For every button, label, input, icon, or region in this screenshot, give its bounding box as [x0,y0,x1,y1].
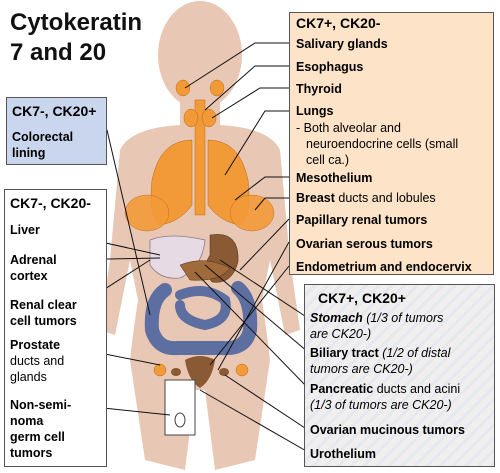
organ-label-renal-clear-2: cell tumors [10,314,77,328]
organ-label-pancreatic: Pancreatic ducts and acini [310,382,461,396]
testis-icon [174,412,186,428]
organ-label-endometrium: Endometrium and endocervix [296,260,472,274]
stomach-note: are CK20-) [310,327,372,341]
ck7neg-ck20neg-box [4,189,107,467]
biliary-note: tumors are CK20-) [310,362,413,376]
organ-label-renal-clear-1: Renal clear [10,298,77,312]
organ-label-prostate-2: ducts and [10,354,65,368]
organ-label-germ-cell-2: noma [10,414,44,428]
ck7pos-ck20pos-box [304,284,495,467]
lungs-note-2: neuroendocrine cells (small [306,137,459,151]
lungs-note-1: - Both alveolar and [296,121,401,135]
intestine-icon [175,286,231,331]
organ-label-colorectal-2: lining [12,146,46,160]
organ-label-breast: Breast ducts and lobules [296,191,436,205]
organ-label-adrenal-1: Adrenal [10,253,57,267]
body-silhouette [100,1,300,470]
organ-label-mesothelium: Mesothelium [296,171,373,185]
organ-label-germ-cell-4: tumors [10,446,53,460]
organ-label-ovarian-serous: Ovarian serous tumors [296,237,433,251]
organ-label-stomach: Stomach (1/3 of tumors [310,311,444,325]
organ-label-lungs: Lungs [296,104,334,118]
ck7neg-ck20pos-box [6,97,107,165]
lungs-note-3: cell ca.) [306,153,350,167]
salivary-glands-icon [175,79,225,97]
kidneys-icon [153,363,249,377]
organ-label-esophagus: Esophagus [296,60,364,74]
ck7pos-ck20neg-header: CK7+, CK20- [296,15,381,31]
ck7neg-ck20pos-header: CK7-, CK20+ [12,103,97,119]
title-line-1: Cytokeratin [10,9,143,36]
pancreatic-note: (1/3 of tumors are CK20-) [310,398,452,412]
ovaries-icon [171,368,229,376]
organ-label-liver: Liver [10,223,40,237]
organ-label-germ-cell-3: germ cell [10,430,65,444]
organ-label-biliary: Biliary tract (1/2 of distal [310,346,451,360]
organ-label-salivary: Salivary glands [296,37,388,51]
breast-icon [124,194,275,232]
title-line-2: 7 and 20 [10,39,107,66]
page-title: Cytokeratin 7 and 20 [10,8,142,68]
ck7neg-ck20neg-header: CK7-, CK20- [10,195,91,211]
organ-label-ovarian-mucinous: Ovarian mucinous tumors [310,423,465,437]
organ-label-papillary-renal: Papillary renal tumors [296,213,428,227]
organ-label-adrenal-2: cortex [10,269,48,283]
organ-label-colorectal-1: Colorectal [12,130,74,144]
organ-label-germ-cell-1: Non-semi- [10,398,72,412]
ck7pos-ck20pos-header: CK7+, CK20+ [318,290,406,306]
organ-label-prostate: Prostate [10,338,61,352]
organ-label-thyroid: Thyroid [296,82,342,96]
organ-label-prostate-3: glands [10,370,47,384]
ck7pos-ck20neg-box [289,12,494,275]
thyroid-icon [183,108,217,128]
organ-label-urothelium: Urothelium [310,447,376,461]
esophagus-icon [194,99,206,216]
